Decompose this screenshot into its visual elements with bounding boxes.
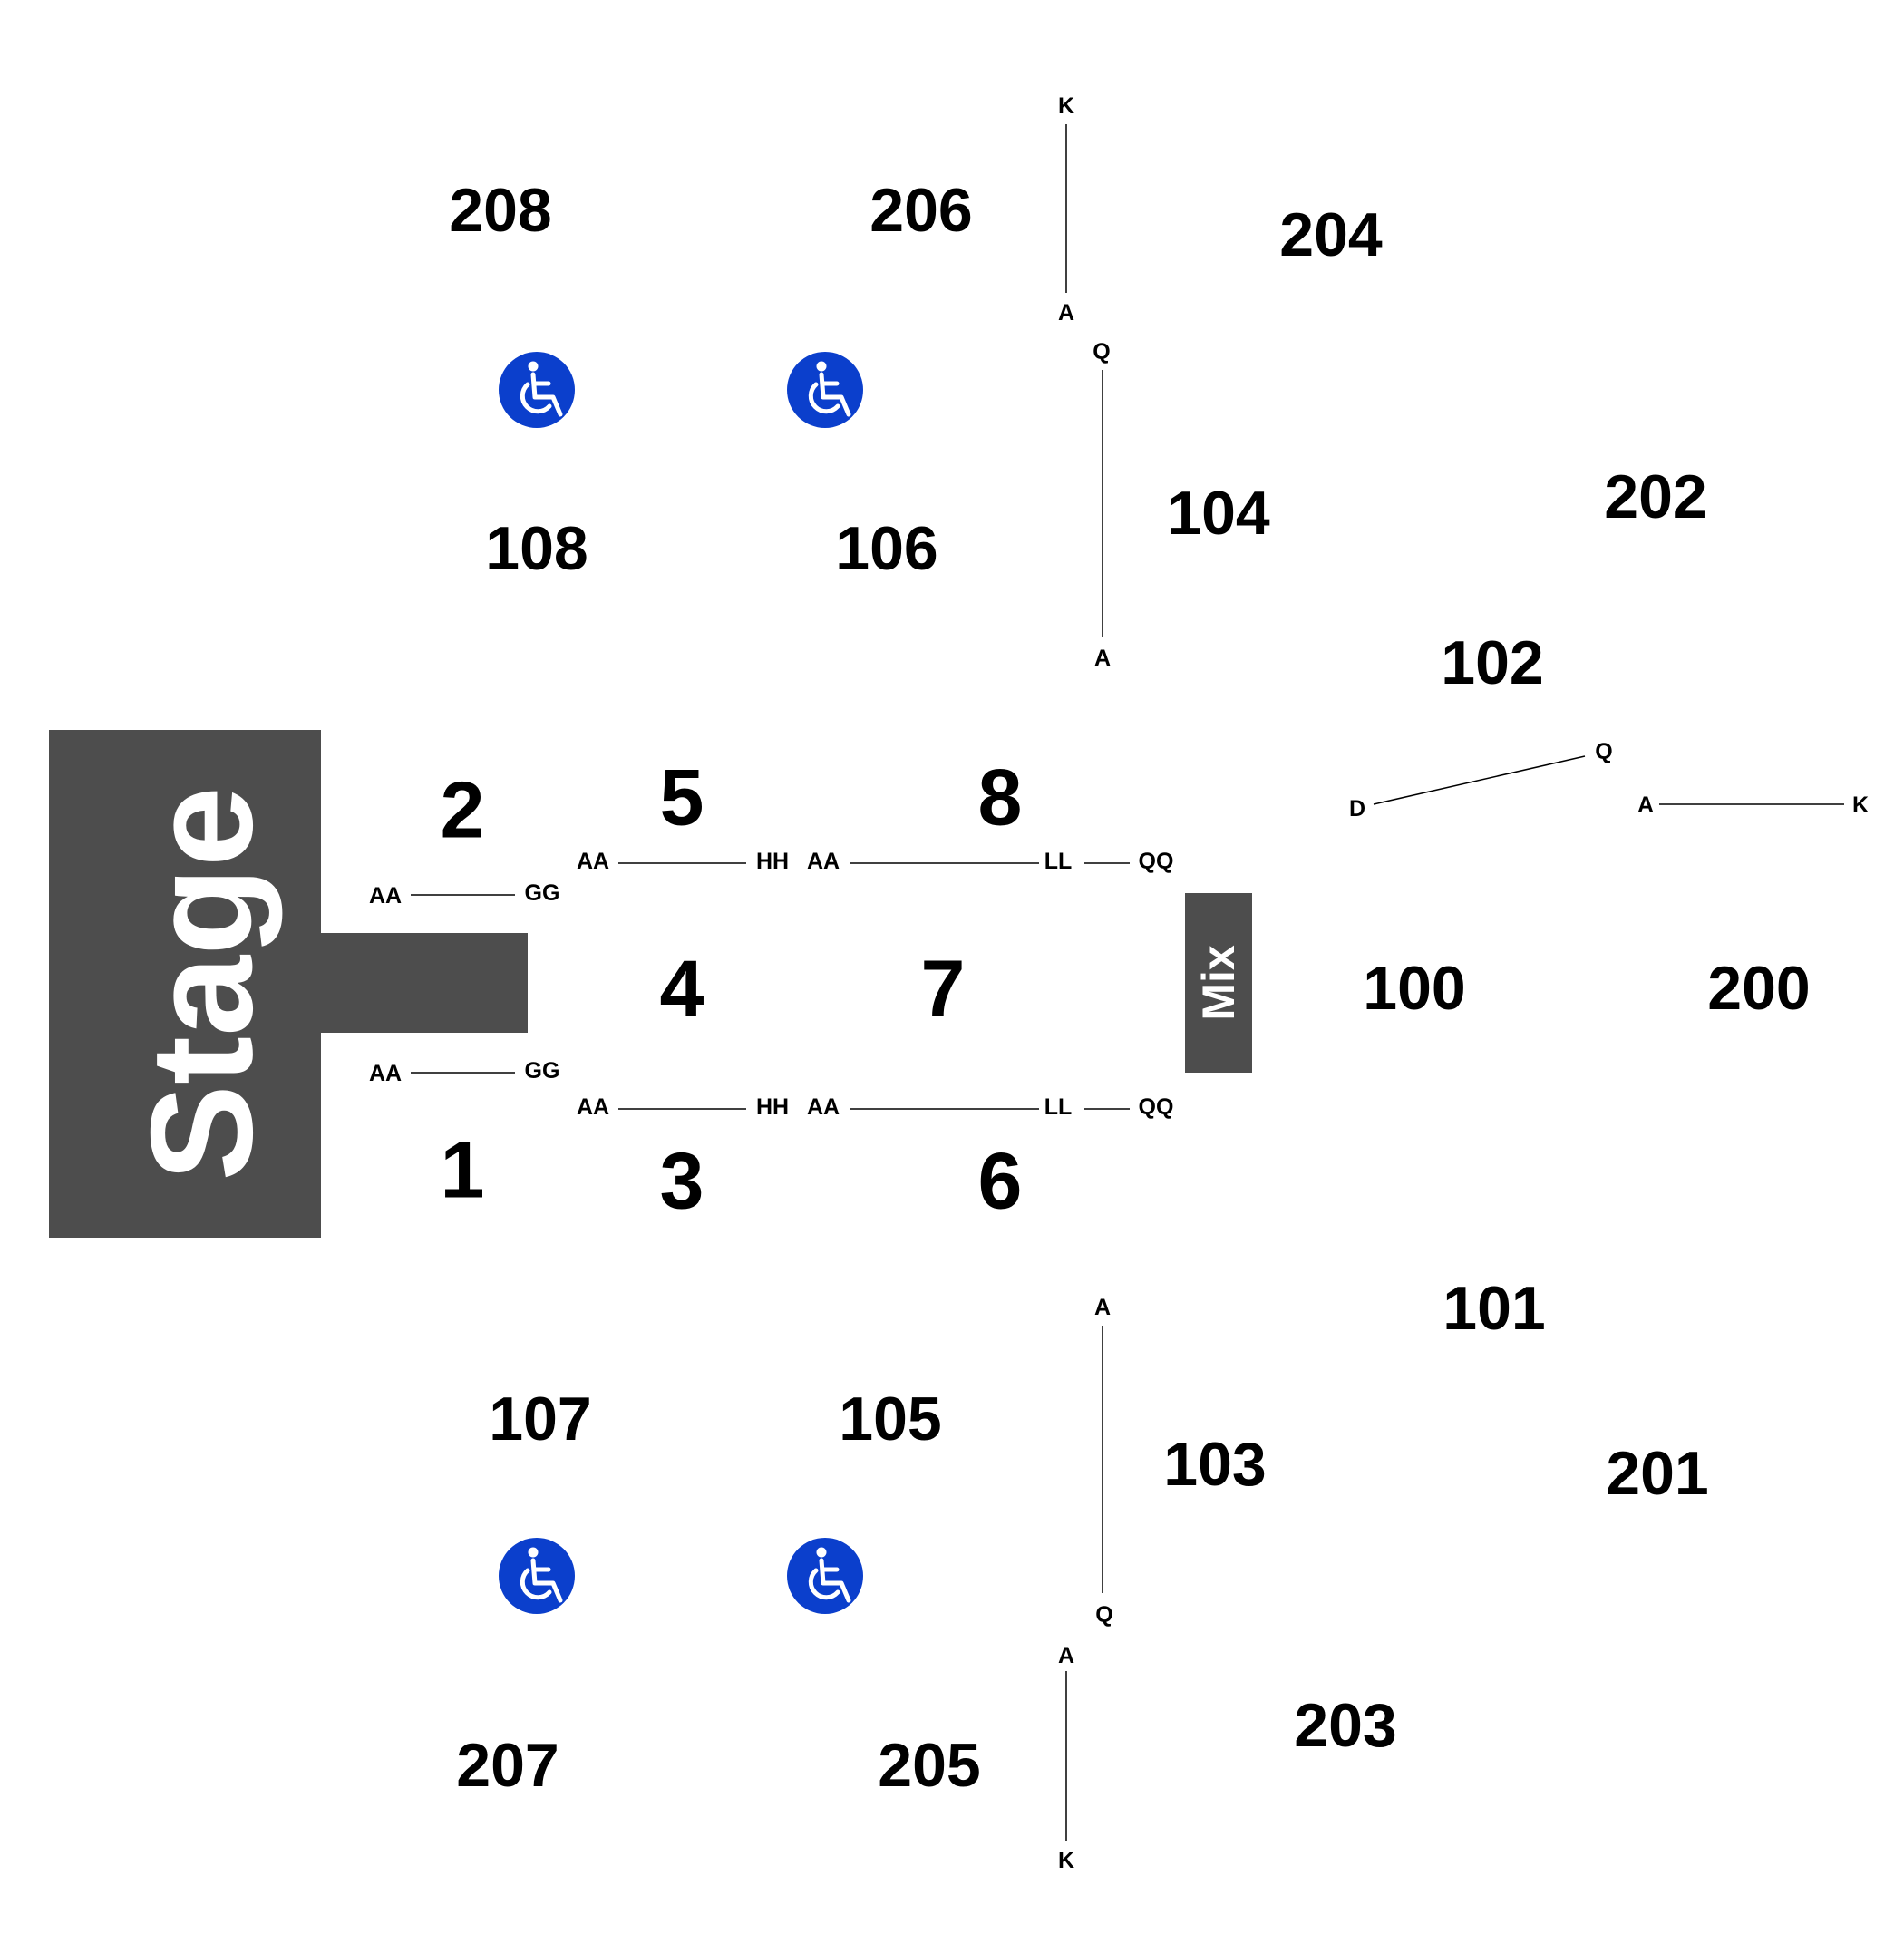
row-label: AA bbox=[807, 849, 840, 874]
mix-block bbox=[1185, 893, 1252, 1073]
section-102[interactable]: 102 bbox=[1441, 628, 1543, 697]
section-8[interactable]: 8 bbox=[978, 753, 1023, 842]
row-label: Q bbox=[1095, 1602, 1112, 1628]
wheelchair-icon bbox=[787, 352, 863, 428]
section-105[interactable]: 105 bbox=[839, 1385, 941, 1453]
row-label: AA bbox=[807, 1094, 840, 1120]
section-103[interactable]: 103 bbox=[1163, 1430, 1266, 1499]
section-206[interactable]: 206 bbox=[869, 176, 972, 245]
row-label: HH bbox=[756, 1094, 789, 1120]
row-label: QQ bbox=[1139, 849, 1174, 874]
stage-label: Stage bbox=[121, 786, 283, 1181]
row-label: A bbox=[1094, 1295, 1111, 1320]
mix-label: Mix bbox=[1193, 945, 1244, 1021]
section-108[interactable]: 108 bbox=[485, 514, 588, 583]
section-104[interactable]: 104 bbox=[1167, 479, 1270, 548]
sections-200-level: 208 206 204 202 200 201 203 205 207 bbox=[449, 176, 1810, 1800]
section-5[interactable]: 5 bbox=[660, 753, 704, 842]
row-label: GG bbox=[525, 1058, 560, 1084]
row-label: Q bbox=[1595, 739, 1612, 764]
section-2[interactable]: 2 bbox=[441, 765, 485, 855]
row-label: GG bbox=[525, 880, 560, 906]
floor-sections: 2 1 5 4 3 8 7 6 bbox=[441, 753, 1023, 1226]
stage[interactable]: Stage bbox=[49, 730, 528, 1238]
section-204[interactable]: 204 bbox=[1279, 200, 1383, 269]
row-label: QQ bbox=[1139, 1094, 1174, 1120]
row-label: K bbox=[1058, 93, 1074, 119]
section-201[interactable]: 201 bbox=[1606, 1439, 1708, 1508]
row-label: A bbox=[1058, 1643, 1074, 1668]
row-label: Q bbox=[1093, 339, 1110, 364]
section-200[interactable]: 200 bbox=[1707, 954, 1810, 1023]
row-line-section-102 bbox=[1373, 755, 1586, 805]
row-label: AA bbox=[577, 1094, 609, 1120]
row-labels: AA GG AA GG AA HH AA HH AA LL QQ AA LL Q… bbox=[369, 93, 1869, 1873]
row-label: A bbox=[1094, 646, 1111, 671]
section-100[interactable]: 100 bbox=[1363, 954, 1465, 1023]
sections-100-level: 108 106 104 102 100 101 103 105 107 bbox=[485, 479, 1545, 1499]
wheelchair-icon bbox=[499, 1538, 575, 1614]
row-label: D bbox=[1349, 796, 1365, 821]
section-208[interactable]: 208 bbox=[449, 176, 551, 245]
row-lines bbox=[411, 124, 1844, 1841]
mix-position[interactable]: Mix bbox=[1185, 893, 1252, 1073]
row-label: K bbox=[1852, 792, 1869, 818]
section-203[interactable]: 203 bbox=[1294, 1691, 1396, 1760]
row-label: HH bbox=[756, 849, 789, 874]
section-205[interactable]: 205 bbox=[878, 1731, 980, 1800]
row-label: AA bbox=[369, 883, 402, 909]
wheelchair-icon bbox=[787, 1538, 863, 1614]
row-label: LL bbox=[1044, 849, 1073, 874]
section-6[interactable]: 6 bbox=[978, 1136, 1023, 1226]
row-label: AA bbox=[577, 849, 609, 874]
section-107[interactable]: 107 bbox=[489, 1385, 591, 1453]
section-7[interactable]: 7 bbox=[921, 944, 966, 1034]
row-label: A bbox=[1637, 792, 1654, 818]
section-101[interactable]: 101 bbox=[1443, 1274, 1545, 1343]
section-1[interactable]: 1 bbox=[441, 1125, 485, 1215]
section-202[interactable]: 202 bbox=[1604, 462, 1706, 531]
row-label: A bbox=[1058, 300, 1074, 326]
section-207[interactable]: 207 bbox=[456, 1731, 559, 1800]
section-3[interactable]: 3 bbox=[660, 1136, 704, 1226]
row-label: K bbox=[1058, 1848, 1074, 1873]
stage-block bbox=[49, 730, 528, 1238]
row-label: LL bbox=[1044, 1094, 1073, 1120]
section-4[interactable]: 4 bbox=[660, 944, 704, 1034]
section-106[interactable]: 106 bbox=[835, 514, 937, 583]
row-label: AA bbox=[369, 1061, 402, 1086]
wheelchair-icon bbox=[499, 352, 575, 428]
